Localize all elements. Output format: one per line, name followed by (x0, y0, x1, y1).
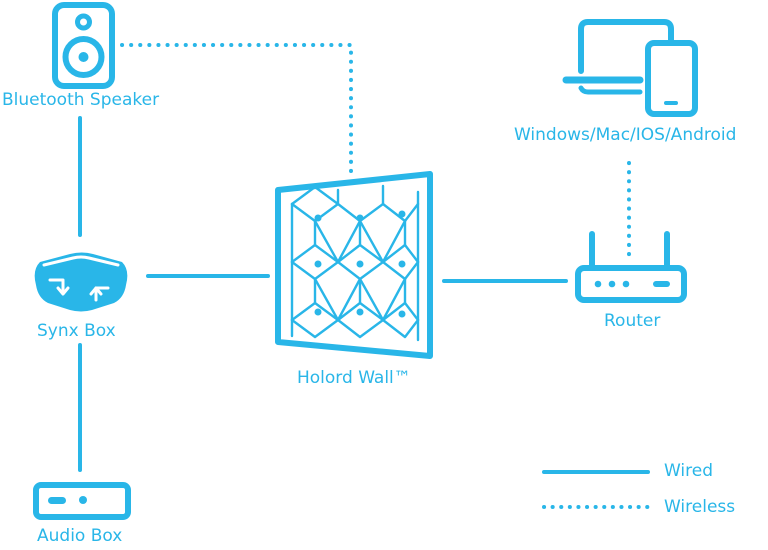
holord-wall-icon (275, 171, 433, 359)
laptop-phone-icon (562, 19, 698, 117)
synx-box-label: Synx Box (37, 321, 116, 341)
router-icon (575, 231, 687, 303)
legend-wired-label: Wired (664, 461, 714, 481)
wireless-line-speaker-wall (120, 43, 353, 174)
speaker-icon (52, 2, 115, 89)
speaker-label: Bluetooth Speaker (2, 90, 160, 110)
router-label: Router (604, 311, 661, 331)
devices-label: Windows/Mac/IOS/Android (514, 125, 737, 145)
legend-wireless-label: Wireless (664, 497, 736, 517)
audio-box-icon (33, 482, 131, 520)
synx-box-icon (34, 252, 128, 312)
wall-label: Holord Wall™ (297, 368, 411, 388)
audio-box-label: Audio Box (37, 526, 123, 546)
